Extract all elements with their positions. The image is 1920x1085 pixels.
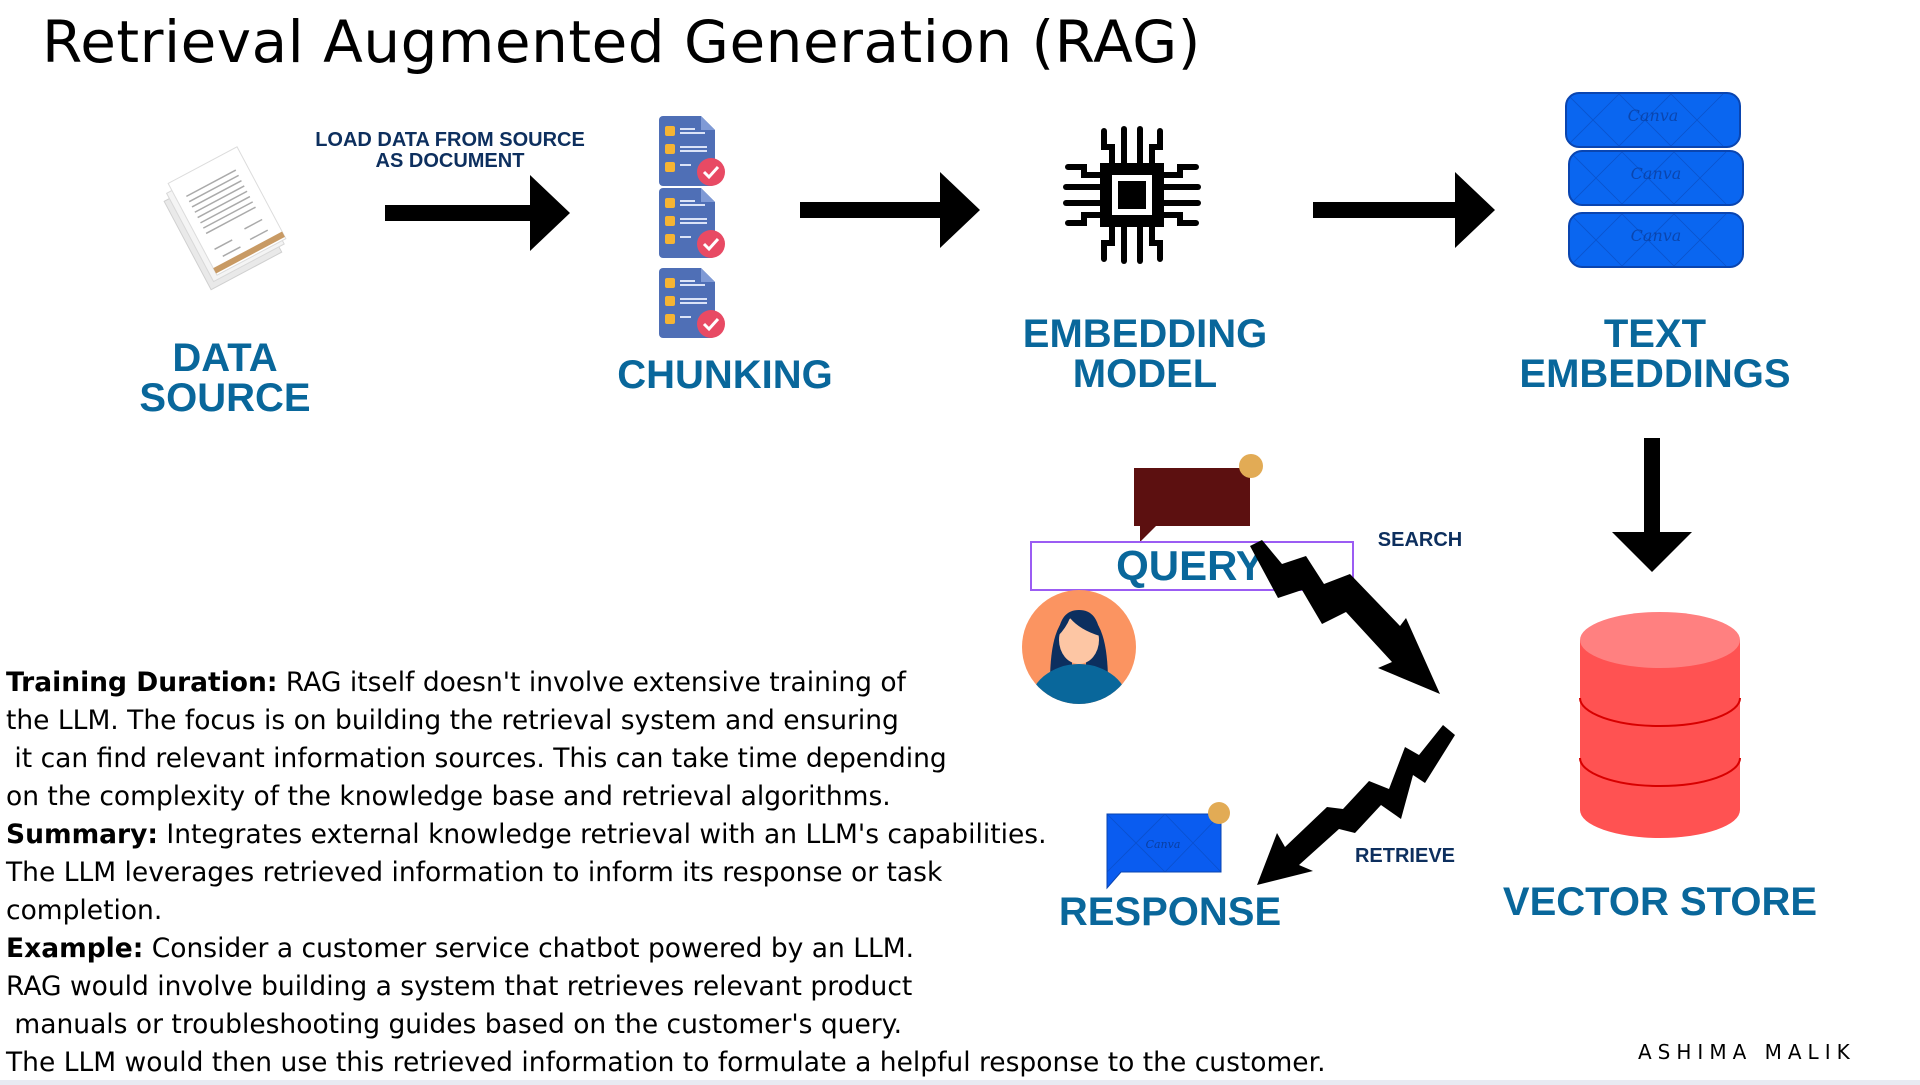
- stage-label-chunking: CHUNKING: [617, 353, 833, 397]
- chat-bubble-icon: Canva: [1106, 802, 1230, 890]
- description-text: RAG itself doesn't involve extensive tra…: [277, 667, 906, 698]
- stage-label-line: SOURCE: [139, 376, 311, 420]
- chunk-documents-icon: [657, 116, 727, 340]
- edge-label-line: AS DOCUMENT: [375, 150, 525, 172]
- stage-label-line: EMBEDDINGS: [1519, 352, 1791, 396]
- arrow-right-icon: [385, 175, 570, 251]
- stage-label-vector-store: VECTOR STORE: [1502, 880, 1818, 924]
- speech-bubble-icon: [1134, 454, 1263, 542]
- query-box[interactable]: [1030, 541, 1354, 591]
- description-heading: Summary:: [6, 819, 158, 850]
- description-text: RAG would involve building a system that…: [6, 971, 913, 1002]
- description-line: on the complexity of the knowledge base …: [6, 778, 1426, 816]
- stage-label-query: QUERY: [1116, 542, 1264, 589]
- description-text: The LLM would then use this retrieved in…: [6, 1047, 1326, 1078]
- stage-label-line: EMBEDDING: [1022, 312, 1268, 356]
- watermark: Canva: [1627, 106, 1679, 125]
- description-line: Example: Consider a customer service cha…: [6, 930, 1426, 968]
- description-text: completion.: [6, 895, 163, 926]
- stage-label-data-source: DATA SOURCE: [130, 338, 320, 418]
- description-line: it can find relevant information sources…: [6, 740, 1426, 778]
- bottom-border: [0, 1080, 1920, 1085]
- database-icon: [1579, 612, 1741, 838]
- arrow-down-icon: [1612, 438, 1692, 572]
- stage-label-embedding-model: EMBEDDING MODEL: [1000, 314, 1290, 394]
- embedding-vector: Canva: [1568, 150, 1744, 206]
- zigzag-arrow-search-icon: [1250, 540, 1440, 694]
- arrow-right-icon: [800, 172, 980, 248]
- description-text: on the complexity of the knowledge base …: [6, 781, 891, 812]
- edge-label-search: SEARCH: [1377, 529, 1463, 551]
- user-avatar-icon: [1022, 590, 1136, 704]
- description-line: Training Duration: RAG itself doesn't in…: [6, 664, 1426, 702]
- edge-label-load: LOAD DATA FROM SOURCE AS DOCUMENT: [300, 130, 600, 172]
- edge-label-retrieve: RETRIEVE: [1354, 845, 1456, 867]
- author-credit: ASHIMA MALIK: [1638, 1040, 1856, 1064]
- description-line: Summary: Integrates external knowledge r…: [6, 816, 1426, 854]
- description-block: Training Duration: RAG itself doesn't in…: [6, 664, 1426, 1082]
- zigzag-arrow-retrieve-icon: [1257, 725, 1455, 885]
- chip-icon: [1063, 126, 1201, 264]
- page-title: Retrieval Augmented Generation (RAG): [42, 8, 1201, 76]
- description-line: completion.: [6, 892, 1426, 930]
- description-text: manuals or troubleshooting guides based …: [6, 1009, 902, 1040]
- description-text: Integrates external knowledge retrieval …: [158, 819, 1047, 850]
- description-text: Consider a customer service chatbot powe…: [143, 933, 915, 964]
- description-text: the LLM. The focus is on building the re…: [6, 705, 899, 736]
- stage-label-line: DATA: [172, 336, 278, 380]
- description-heading: Example:: [6, 933, 144, 964]
- pattern-icon: [1567, 94, 1724, 146]
- description-text: The LLM leverages retrieved information …: [6, 857, 943, 888]
- embedding-vector: Canva: [1568, 212, 1744, 268]
- watermark: Canva: [1630, 226, 1682, 245]
- description-heading: Training Duration:: [6, 667, 278, 698]
- description-text: it can find relevant information sources…: [6, 743, 947, 774]
- pattern-icon: [1570, 214, 1727, 266]
- description-line: manuals or troubleshooting guides based …: [6, 1006, 1426, 1044]
- description-line: the LLM. The focus is on building the re…: [6, 702, 1426, 740]
- watermark: Canva: [1630, 164, 1682, 183]
- stage-label-line: TEXT: [1603, 312, 1707, 356]
- arrow-right-icon: [1313, 172, 1495, 248]
- pattern-icon: [1570, 152, 1727, 204]
- documents-icon: [163, 146, 287, 291]
- description-line: RAG would involve building a system that…: [6, 968, 1426, 1006]
- stage-label-response: RESPONSE: [1058, 890, 1282, 934]
- description-line: The LLM leverages retrieved information …: [6, 854, 1426, 892]
- embedding-vector: Canva: [1565, 92, 1741, 148]
- stage-label-text-embeddings: TEXT EMBEDDINGS: [1500, 314, 1810, 394]
- watermark: Canva: [1146, 838, 1181, 851]
- description-line: The LLM would then use this retrieved in…: [6, 1044, 1426, 1082]
- stage-label-line: MODEL: [1072, 352, 1218, 396]
- edge-label-line: LOAD DATA FROM SOURCE: [315, 129, 585, 151]
